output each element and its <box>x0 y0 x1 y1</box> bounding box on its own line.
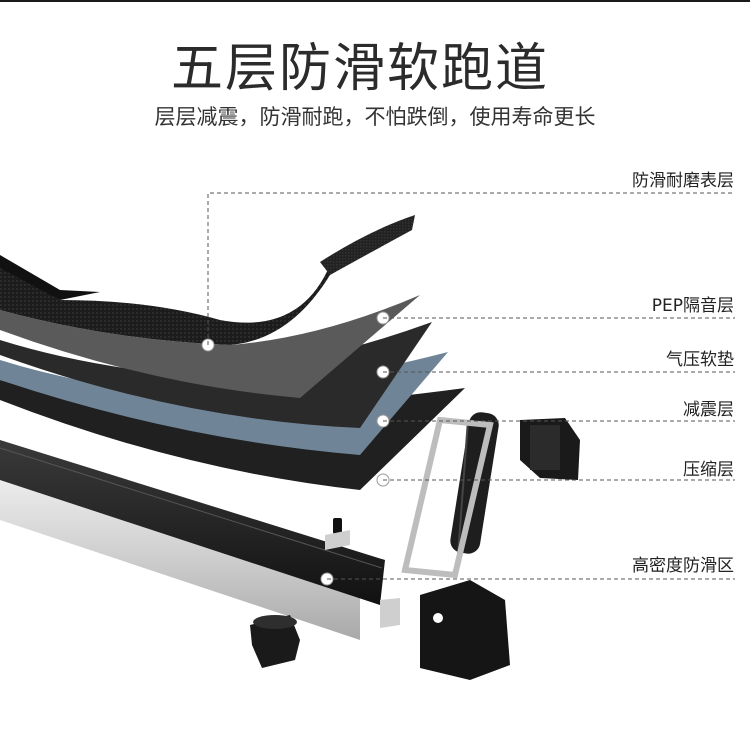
leader-lines <box>207 192 735 580</box>
frame-bracket <box>401 416 494 579</box>
black-side-rail <box>0 440 385 605</box>
page-subtitle: 层层减震，防滑耐跑，不怕跌倒，使用寿命更长 <box>154 105 596 129</box>
callout-pep-insulation: PEP隔音层 <box>651 296 734 316</box>
aluminum-frame-rail <box>0 470 360 640</box>
top-border-line <box>0 0 750 2</box>
page-title: 五层防滑软跑道 <box>170 39 549 99</box>
callout-anti-slip-surface: 防滑耐磨表层 <box>632 171 734 191</box>
callout-compression: 压缩层 <box>683 460 734 480</box>
rubber-foot <box>250 615 300 668</box>
callout-high-density-anti-slip: 高密度防滑区 <box>632 556 734 576</box>
screw-part <box>333 518 342 534</box>
callout-air-cushion: 气压软垫 <box>666 350 734 370</box>
callout-shock-absorbing: 减震层 <box>683 400 734 420</box>
leader-line-1 <box>207 192 735 345</box>
anti-slip-surface-layer <box>0 215 415 345</box>
front-end-cap <box>420 580 510 680</box>
